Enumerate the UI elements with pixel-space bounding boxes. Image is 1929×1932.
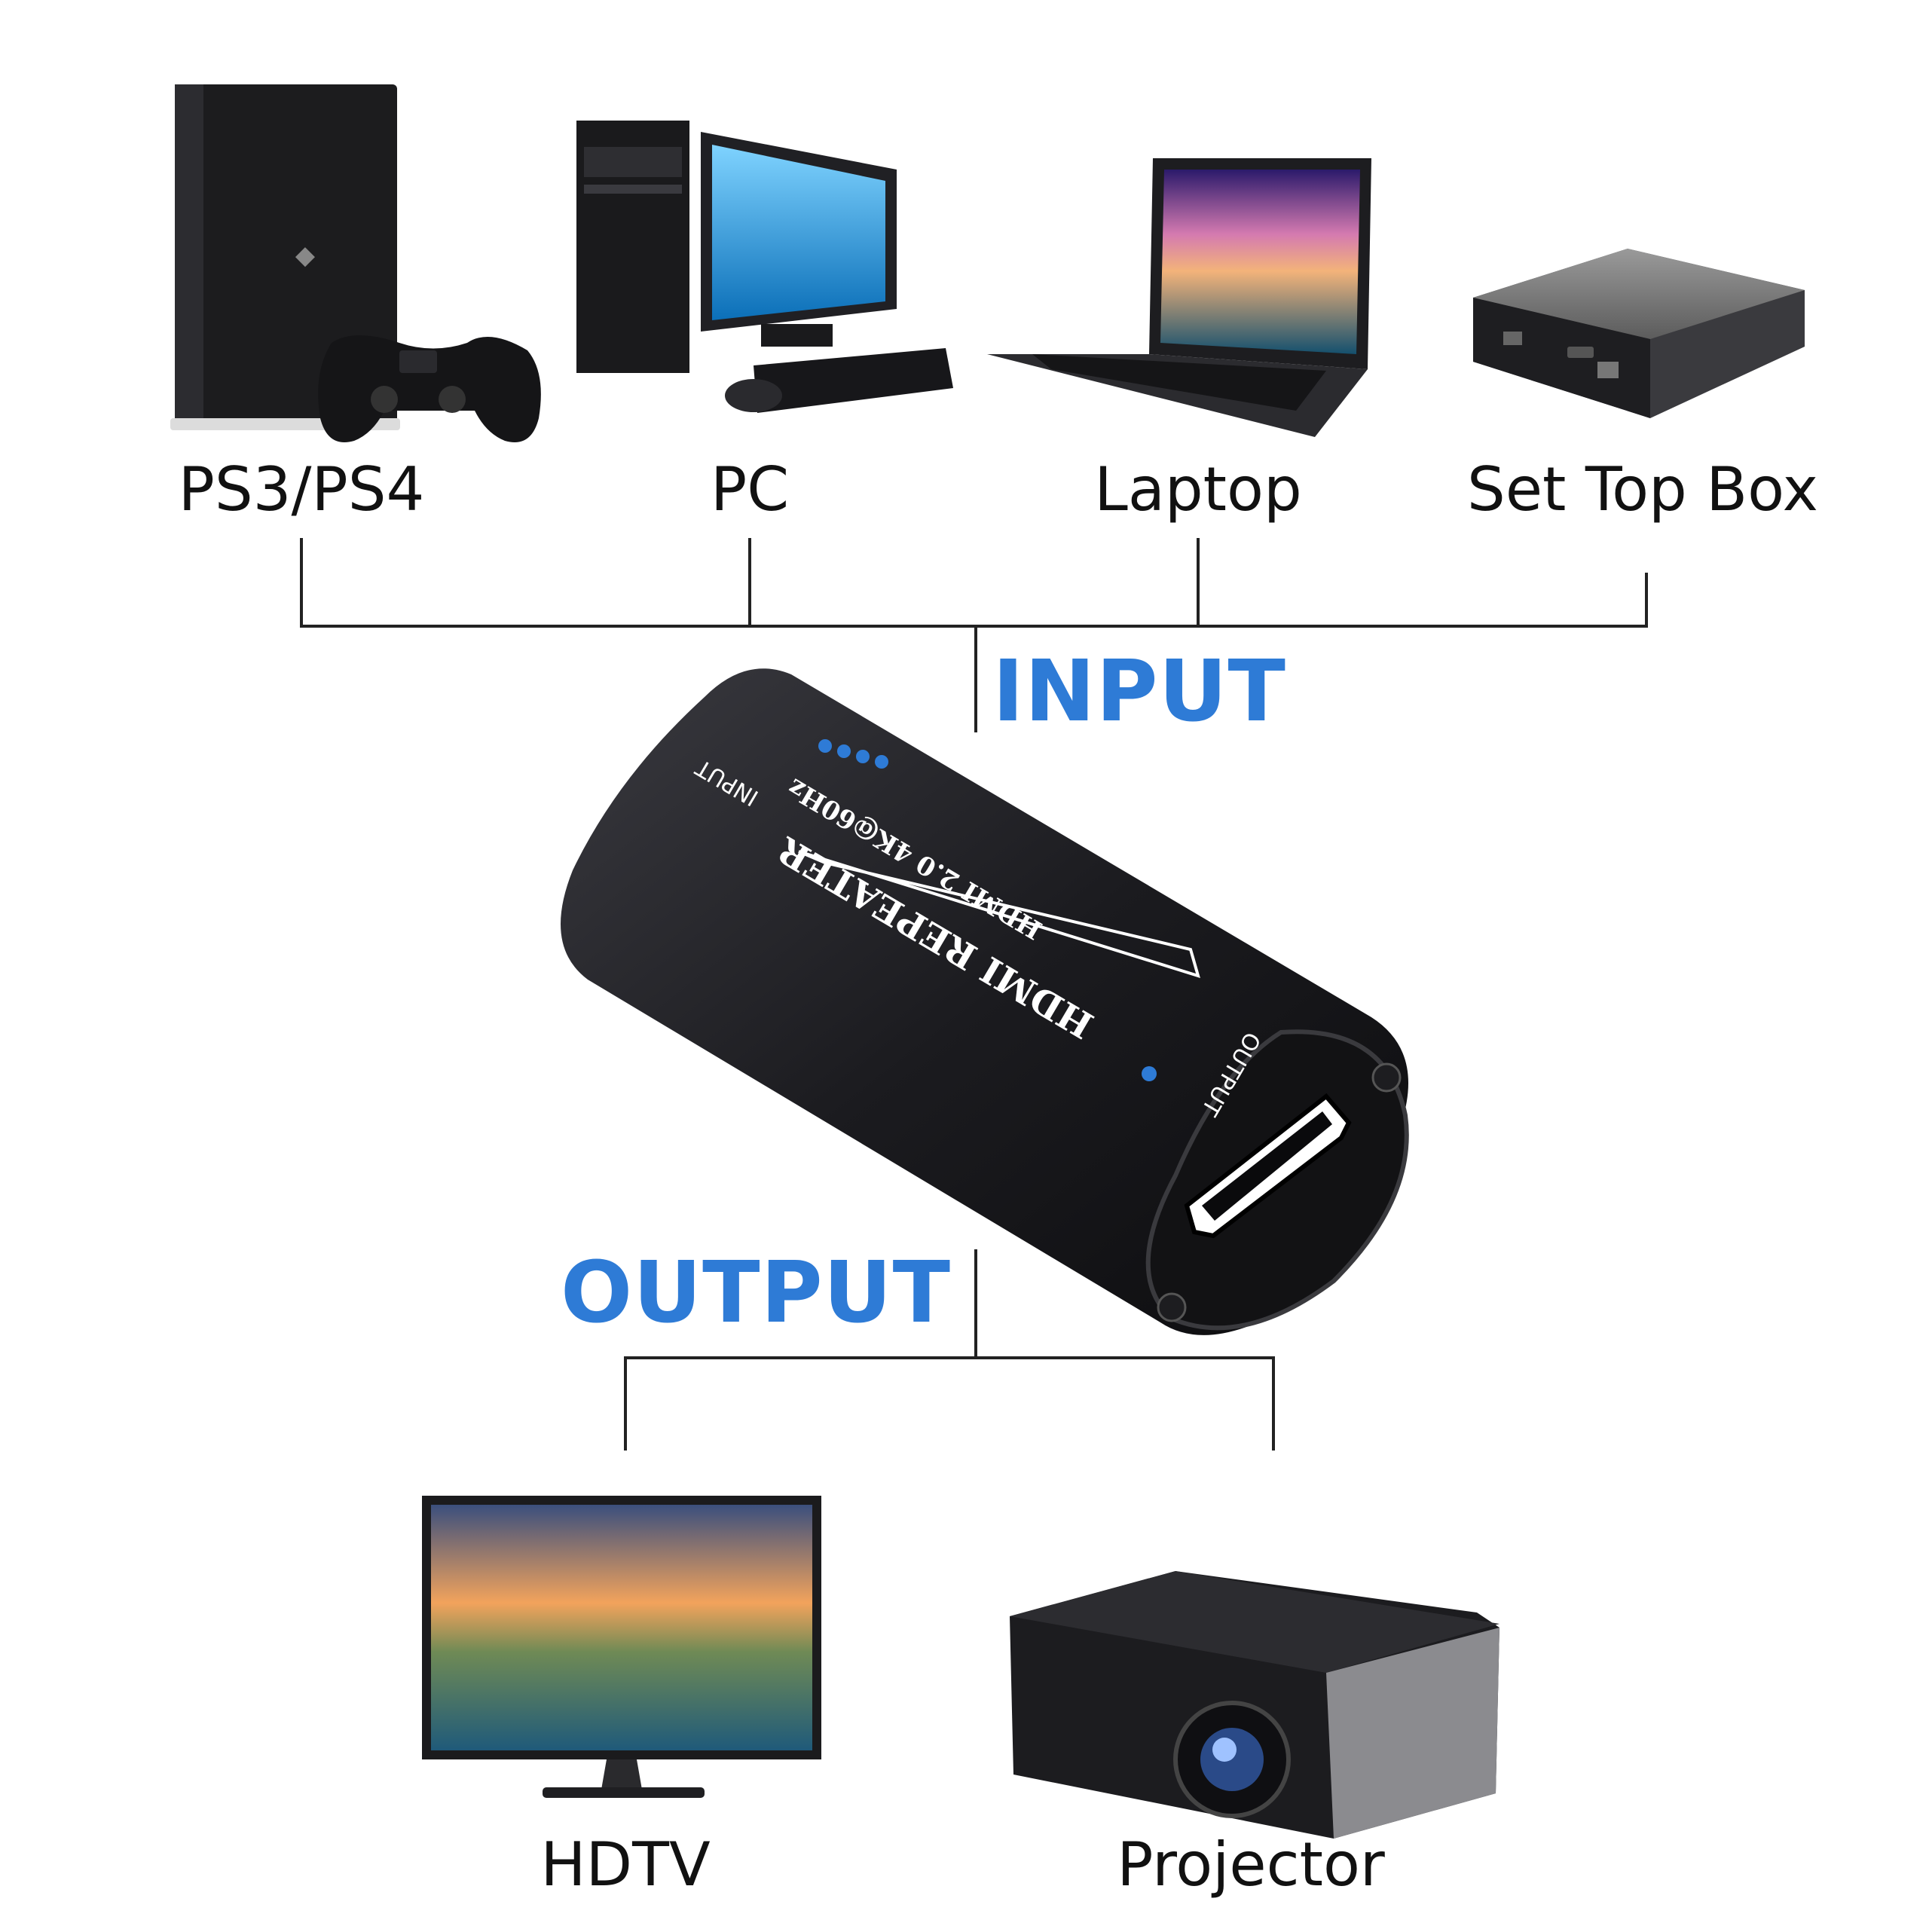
svg-text:◆: ◆ [295,240,316,271]
input-device-label-laptop: Laptop [1094,454,1302,524]
output-section-label: OUTPUT [561,1244,951,1342]
input-section-label: INPUT [992,643,1286,741]
input-device-label-pc: PC [710,454,790,524]
connector-lines [300,538,1648,1451]
input-device-label-ps: PS3/PS4 [178,454,425,524]
set-top-box-icon [1473,249,1805,418]
game-console-icon: ◆ [170,84,541,442]
hdmi-repeater-device: HDMI REPEATER HDMI 2.0 4K@60Hz INPUT OUT… [561,668,1409,1335]
output-device-label-tv: HDTV [540,1830,711,1900]
desktop-computer-icon [576,121,953,413]
output-device-label-projector: Projector [1117,1830,1385,1900]
laptop-icon [987,158,1371,437]
input-device-label-stb: Set Top Box [1467,454,1818,524]
projector-icon [1010,1571,1499,1839]
monitor-icon [422,1496,821,1798]
status-led-icon [818,739,1157,1081]
